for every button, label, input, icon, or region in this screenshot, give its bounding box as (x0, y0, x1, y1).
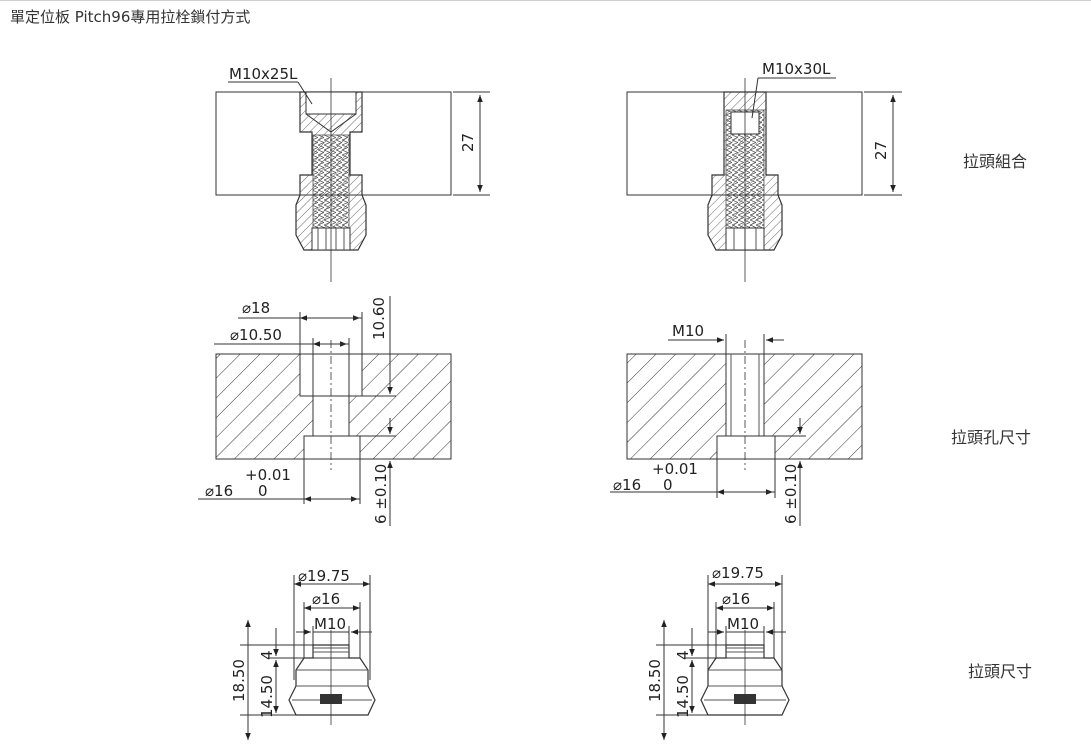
tol-lower-right: 0 (663, 476, 673, 494)
hole-bottom-dia-right: 16 (622, 476, 641, 494)
bolt-label-left: M10x25L (229, 65, 298, 83)
hole-bottom-depth-right: 6 ±0.10 (782, 464, 800, 524)
hole-bottom-depth-left: 6 ±0.10 (372, 464, 390, 524)
thickness-label-right: 27 (872, 141, 890, 160)
assembly-right: M10x30L 27 (626, 60, 902, 282)
stud-mid-dia-right: 16 (731, 590, 750, 608)
svg-text:⌀16: ⌀16 (205, 482, 233, 500)
bolt-label-right: M10x30L (762, 60, 831, 78)
hole-thread-right: M10 (672, 322, 704, 340)
row-label-hole-size: 拉頭孔尺寸 (951, 428, 1032, 447)
hole-left: ⌀18 ⌀10.50 10.60 ⌀16 +0.01 0 6 ±0.10 (198, 296, 452, 526)
stud-body-height-left: 14.50 (258, 675, 276, 718)
stud-top-height-left: 4 (258, 650, 276, 660)
row-label-pull-stud-size: 拉頭尺寸 (968, 662, 1033, 681)
stud-total-height-left: 18.50 (230, 659, 248, 702)
hole-counterbore-depth-left: 10.60 (370, 297, 388, 340)
hole-bottom-dia-left: 16 (214, 482, 233, 500)
stud-body-height-right: 14.50 (674, 675, 692, 718)
assembly-left: M10x25L 27 (215, 65, 490, 282)
top-border (0, 0, 1091, 1)
row-label-assembly: 拉頭組合 (963, 152, 1028, 171)
stud-mid-dia-left: 16 (321, 590, 340, 608)
page-title: 單定位板 Pitch96專用拉栓鎖付方式 (10, 8, 251, 26)
stud-thread-left: M10 (314, 615, 346, 633)
svg-text:⌀16: ⌀16 (613, 476, 641, 494)
hole-counterbore-dia-left: 18 (251, 299, 270, 317)
hole-right: M10 ⌀16 +0.01 0 6 ±0.10 (610, 322, 863, 526)
svg-text:⌀19.75: ⌀19.75 (298, 567, 350, 585)
stud-thread-right: M10 (727, 615, 759, 633)
thickness-label-left: 27 (459, 133, 477, 152)
svg-text:⌀10.50: ⌀10.50 (230, 326, 282, 344)
tol-upper-left: +0.01 (245, 466, 291, 484)
stud-top-height-right: 4 (674, 650, 692, 660)
stud-outer-dia-left: 19.75 (307, 567, 350, 585)
svg-text:⌀16: ⌀16 (722, 590, 750, 608)
svg-text:⌀19.75: ⌀19.75 (712, 564, 764, 582)
tol-lower-left: 0 (258, 482, 268, 500)
stud-total-height-right: 18.50 (646, 659, 664, 702)
hole-through-dia-left: 10.50 (239, 326, 282, 344)
svg-text:⌀18: ⌀18 (242, 299, 270, 317)
tol-upper-right: +0.01 (652, 460, 698, 478)
pull-stud-left: ⌀19.75 ⌀16 M10 18.50 14.50 4 (230, 567, 376, 740)
stud-outer-dia-right: 19.75 (721, 564, 764, 582)
pull-stud-right: ⌀19.75 ⌀16 M10 18.50 14.50 4 (646, 564, 790, 740)
svg-text:⌀16: ⌀16 (312, 590, 340, 608)
